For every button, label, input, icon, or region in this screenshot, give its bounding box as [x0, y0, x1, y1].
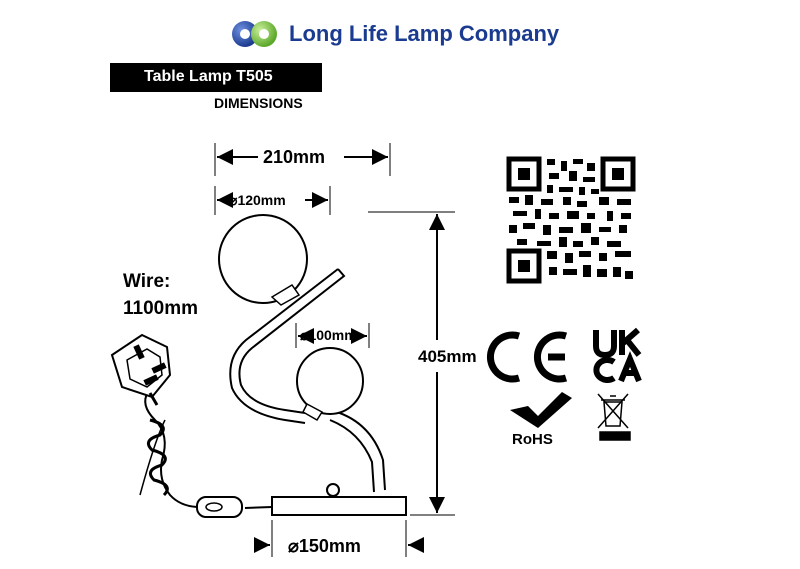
rohs-check-icon: RoHS [510, 392, 572, 448]
svg-text:RoHS: RoHS [512, 431, 553, 448]
large-globe-label: ⌀120mm [229, 192, 286, 208]
company-logo-icon [232, 21, 277, 47]
small-globe-dimension-line [295, 323, 370, 348]
ce-mark-icon [486, 331, 568, 383]
qr-code-icon [506, 156, 636, 284]
height-dimension-line [368, 211, 455, 516]
section-subtitle: DIMENSIONS [214, 95, 303, 111]
title-bar [110, 63, 322, 92]
company-name: Long Life Lamp Company [289, 21, 560, 46]
large-globe [218, 214, 308, 304]
power-cord [139, 391, 273, 518]
lamp-base [271, 496, 407, 516]
weee-bin-icon [597, 393, 631, 441]
wire-title: Wire: [123, 271, 171, 292]
wire-length: 1100mm [123, 298, 199, 319]
product-title: Table Lamp T505 [144, 68, 273, 85]
base-dimension-line [254, 520, 424, 557]
width-label: 210mm [263, 147, 326, 167]
width-dimension-line [214, 143, 391, 176]
small-globe [296, 347, 364, 415]
base-label: ⌀150mm [288, 536, 361, 556]
small-globe-label: ⌀100mm [300, 327, 357, 343]
wire-label: Wire: 1100mm [123, 268, 198, 322]
ukca-mark-icon [593, 327, 642, 383]
height-label: 405mm [418, 347, 477, 366]
uk-plug [110, 333, 172, 406]
large-globe-dimension-line [214, 186, 331, 215]
